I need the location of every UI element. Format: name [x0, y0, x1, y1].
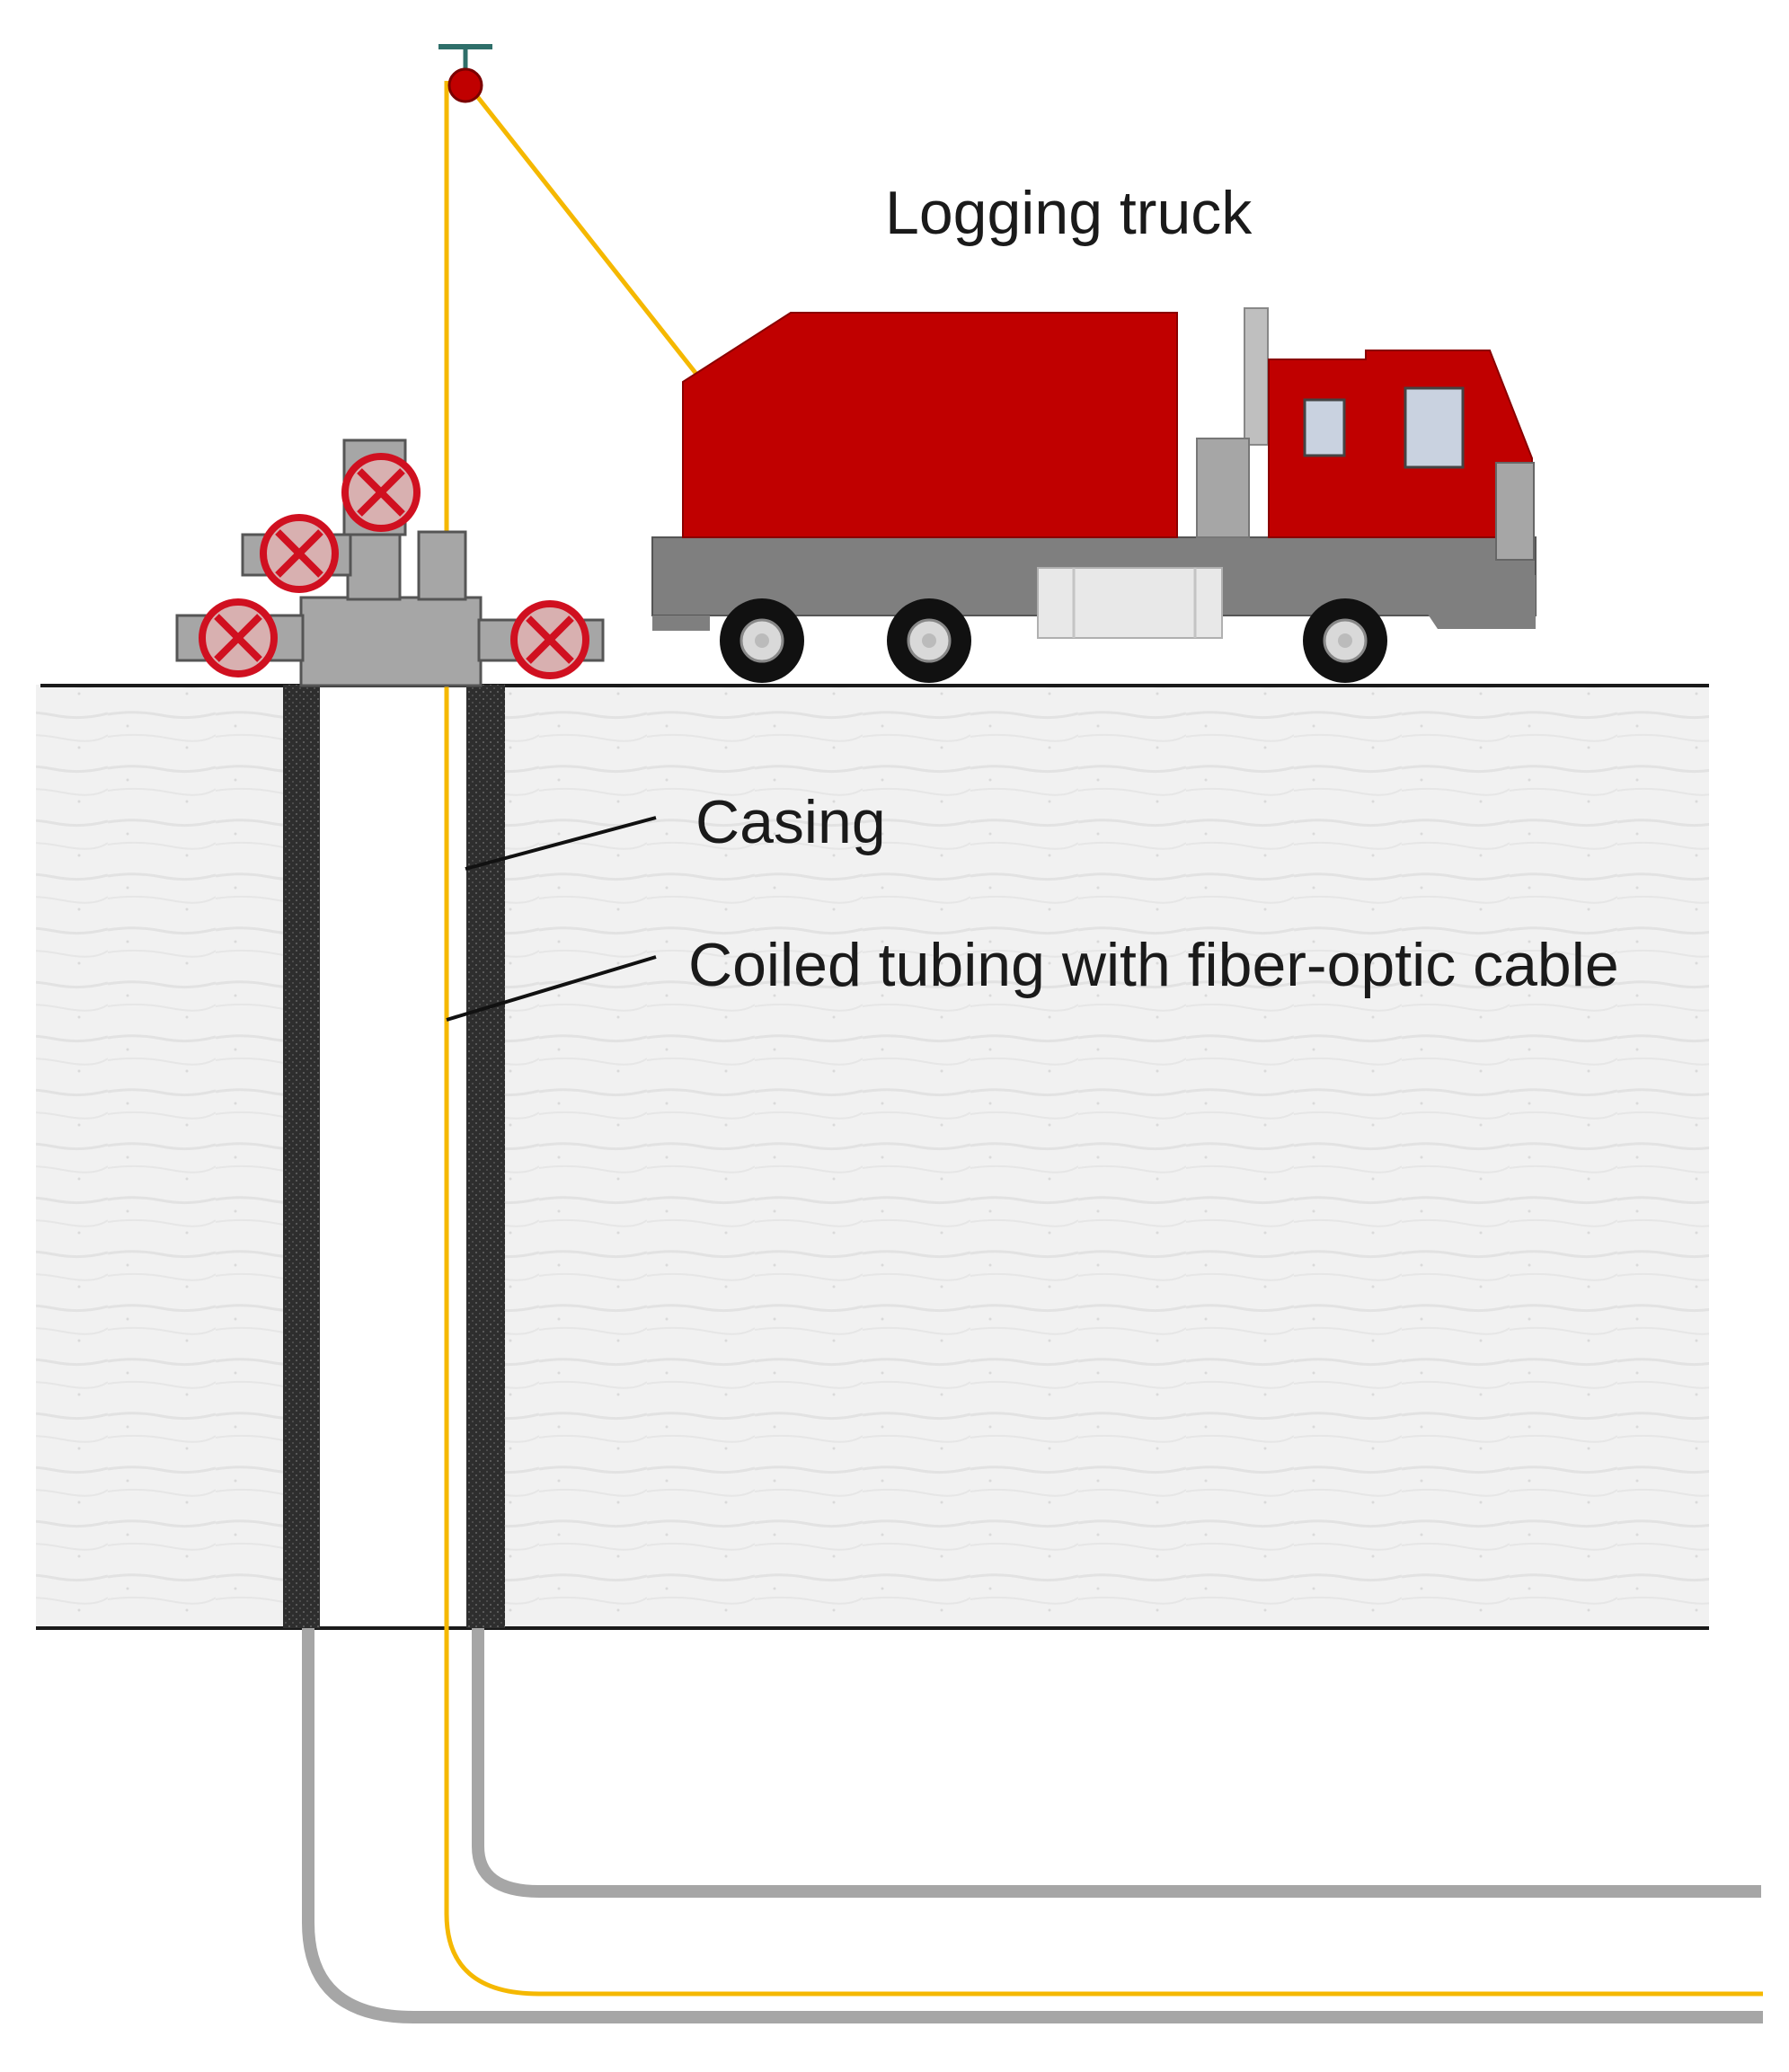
casing-label: Casing — [695, 788, 886, 856]
truck-cab-window-small — [1303, 398, 1346, 457]
wellhead-base — [299, 596, 483, 687]
coiled-tubing-leader-line — [446, 955, 657, 1022]
casing-right-wall — [466, 685, 505, 1628]
truck-chassis-rear-step — [652, 615, 710, 631]
truck-engine-block — [1196, 438, 1250, 538]
logging-truck — [651, 307, 1537, 683]
rock-right — [505, 685, 1709, 1628]
fiber-optic-cable — [444, 81, 1763, 1997]
cable-to-truck — [465, 81, 701, 379]
valve-icon — [199, 598, 278, 677]
wellhead — [175, 438, 605, 687]
wellhead-center-stack — [346, 533, 402, 601]
truck-wheel — [887, 598, 971, 683]
truck-label: Logging truck — [885, 179, 1253, 247]
casing-leader-line — [465, 816, 657, 871]
truck-cargo-box — [682, 312, 1178, 538]
truck-front-grille — [1495, 462, 1535, 561]
casing — [283, 685, 505, 1628]
cable-downhole — [444, 81, 1763, 1997]
pipe-inner — [472, 1628, 1761, 1898]
rock-left — [36, 685, 290, 1628]
truck-wheel — [1303, 598, 1387, 683]
truck-chassis-front — [1402, 575, 1536, 629]
pulley-wheel — [447, 67, 483, 103]
valve-icon — [341, 453, 421, 532]
truck-cab-window-large — [1404, 386, 1465, 469]
truck-exhaust-stack — [1244, 307, 1269, 446]
valve-icon — [260, 514, 339, 593]
horizontal-well-pipe — [302, 1628, 1763, 2023]
casing-left-wall — [283, 685, 320, 1628]
valve-icon — [510, 600, 589, 679]
formation — [36, 685, 1709, 1628]
coiled-tubing-label: Coiled tubing with fiber-optic cable — [688, 931, 1619, 999]
truck-fuel-tank — [1037, 567, 1223, 639]
wellbore — [317, 685, 466, 1628]
truck-wheel — [720, 598, 804, 683]
pipe-outer — [302, 1628, 1763, 2023]
wellhead-tubing-head — [417, 530, 467, 601]
pulley — [438, 44, 492, 103]
truck-cab — [1268, 350, 1533, 538]
